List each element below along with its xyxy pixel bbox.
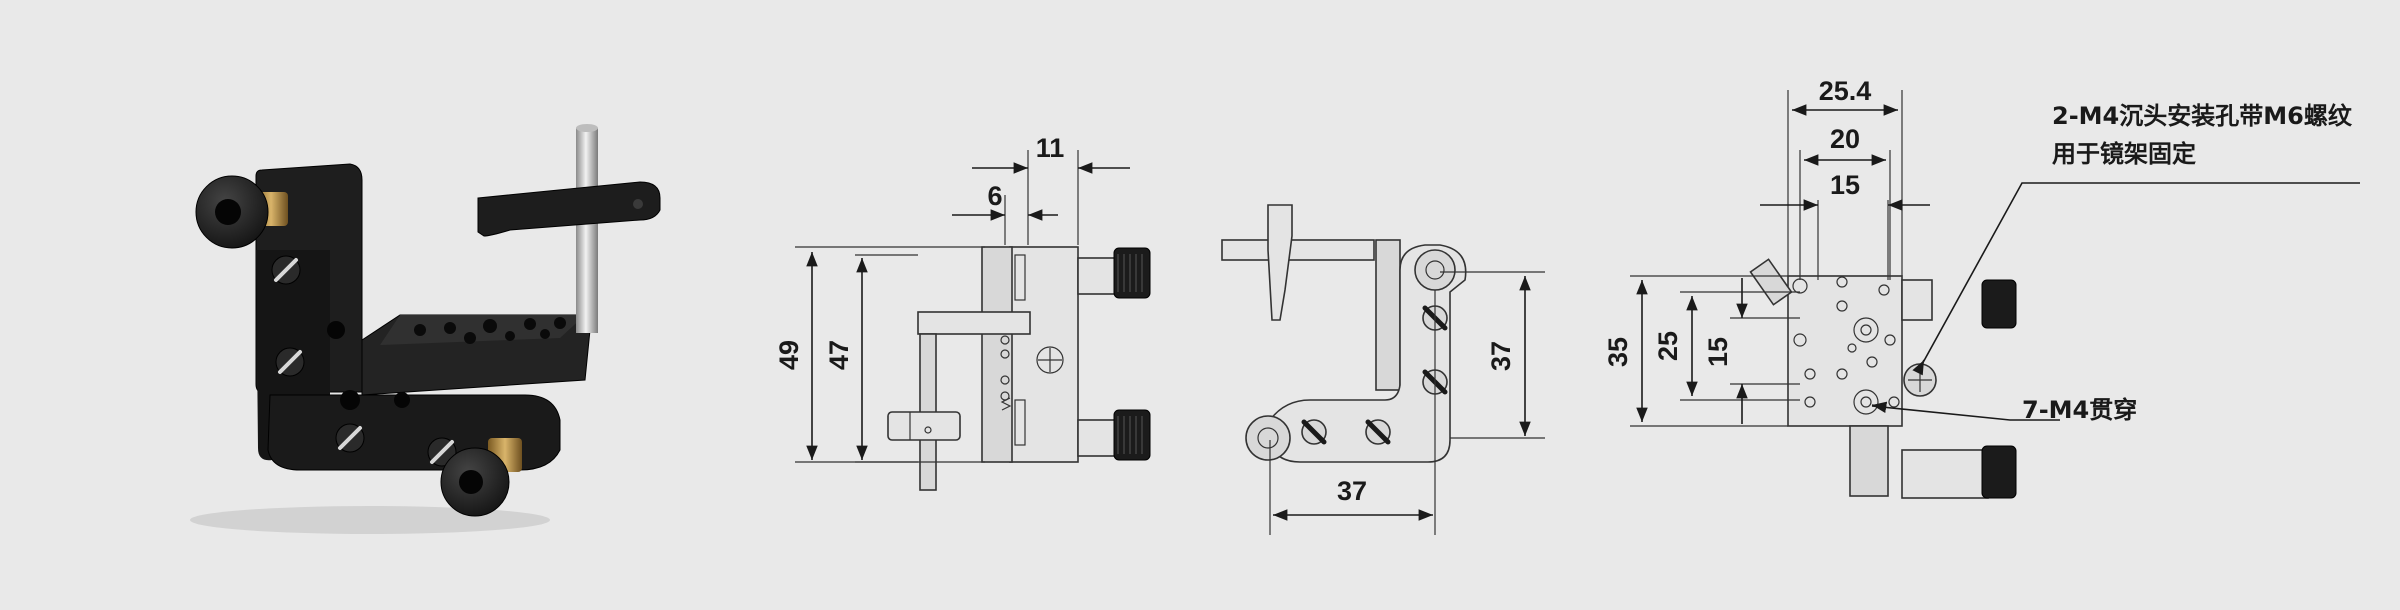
dim-15-w: 15 [1830,170,1860,200]
dim-47: 47 [824,340,854,370]
top-view: 25.4 20 15 35 25 15 2-M4沉头安装孔带M6螺纹 用于镜架固… [1603,76,2360,499]
dim-35: 35 [1603,337,1633,367]
dim-37-right: 37 [1486,341,1516,371]
front-view: 11 6 49 47 [774,133,1151,491]
dim-25-4: 25.4 [1819,76,1872,106]
dim-15-h: 15 [1703,337,1733,367]
note-mounting-holes-line1: 2-M4沉头安装孔带M6螺纹 [2052,102,2353,130]
dim-20: 20 [1830,124,1860,154]
side-view: 37 37 [1221,204,1545,535]
dim-11: 11 [1036,133,1065,163]
dim-25: 25 [1653,331,1683,361]
dim-49: 49 [774,340,804,370]
product-photo [190,124,661,534]
note-through-holes: 7-M4贯穿 [2022,396,2137,424]
dim-37-bottom: 37 [1337,476,1367,506]
note-mounting-holes-line2: 用于镜架固定 [2052,140,2196,168]
dim-6: 6 [987,181,1002,211]
